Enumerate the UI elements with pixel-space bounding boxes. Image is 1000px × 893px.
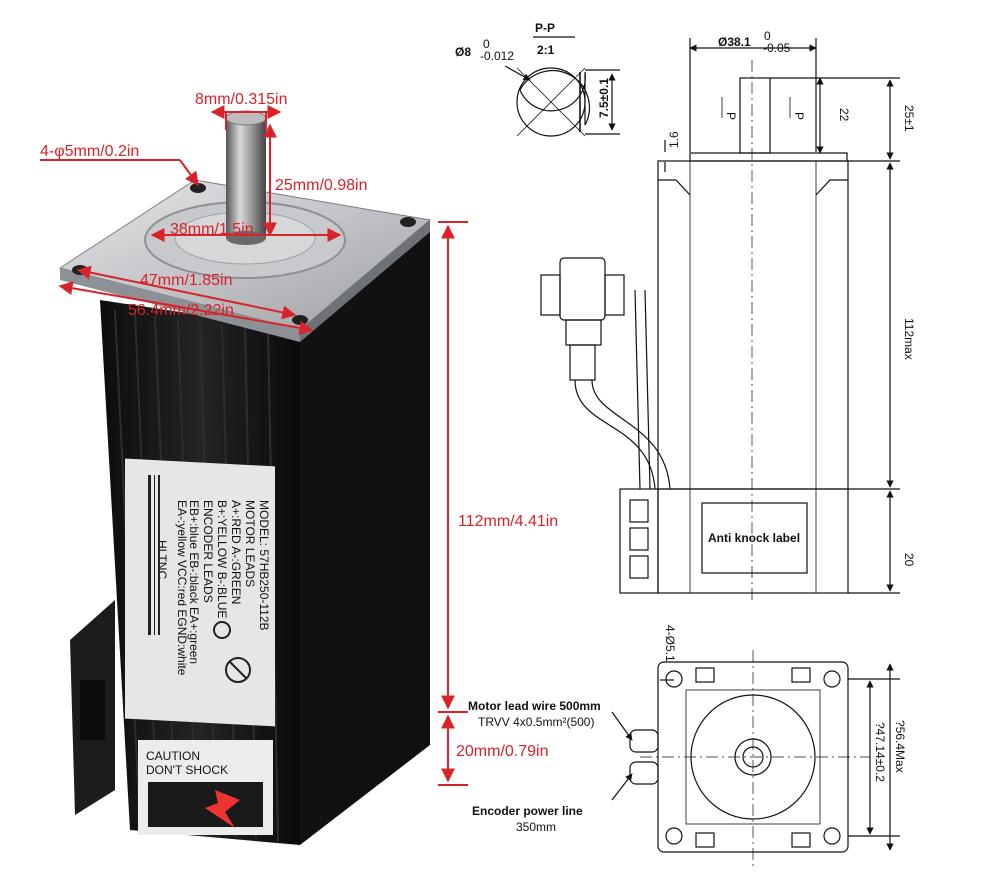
dim-hole-pitch: 47mm/1.85in: [140, 272, 233, 289]
label-brand: HLTNC: [155, 540, 169, 579]
encoder-wire-length: 350mm: [516, 820, 556, 834]
side-pilot-tol-top: 0: [764, 29, 771, 43]
shock-warning-icon: [205, 790, 240, 828]
db-connector-icon: [559, 257, 606, 321]
end-hole-icon: [665, 670, 683, 688]
dim-flange-size: 56.4mm/2.22in: [128, 302, 234, 319]
side-pilot-tol-bot: -0.05: [763, 41, 791, 55]
end-view: [611, 650, 900, 866]
label-line-a: A+:RED A-:GREEN: [229, 500, 243, 604]
side-p-mark-right: P: [792, 112, 806, 120]
caution-line1: CAUTION: [146, 749, 200, 763]
product-label: [125, 458, 275, 727]
certification-icon: [225, 657, 251, 683]
dim-boss-diameter: 38mm/1.5in: [170, 221, 254, 238]
end-hole-spec: 4-Ø5.1: [663, 625, 677, 662]
dim-body-length: 112mm/4.41in: [458, 513, 558, 530]
end-square: ?56.4Max: [893, 720, 907, 773]
section-scale: 2:1: [537, 43, 555, 57]
label-encoder-leads: ENCODER LEADS: [201, 500, 215, 603]
side-p-mark-left: P: [724, 112, 738, 120]
end-hole-icon: [823, 827, 841, 845]
side-body: [657, 160, 849, 490]
motor-photo: MODEL: 57HB250-112B MOTOR LEADS A+:RED A…: [40, 91, 558, 845]
mount-hole-icon: [292, 315, 308, 325]
section-dia-tol-bot: -0.012: [480, 49, 514, 63]
side-step: 1.6: [667, 131, 681, 148]
label-motor-leads: MOTOR LEADS: [243, 500, 257, 587]
section-flat: 7.5±0.1: [597, 78, 611, 118]
label-line-b: B+:YELLOW B-:BLUE: [215, 500, 229, 618]
anti-knock-label: Anti knock label: [708, 531, 800, 545]
encoder-wire-label: Encoder power line: [472, 804, 583, 818]
section-pp: P-P 2:1: [504, 21, 620, 137]
dim-shaft-diameter: 8mm/0.315in: [195, 91, 288, 108]
section-diameter: Ø8: [455, 45, 471, 59]
side-shaft-length: 25±1: [902, 105, 916, 132]
caution-line2: DON'T SHOCK: [146, 763, 228, 777]
side-encoder-length: 20: [902, 553, 916, 567]
label-line-ea: EA-:yellow VCC:red EGND:white: [175, 500, 189, 676]
section-title: P-P: [535, 21, 555, 35]
label-model: MODEL: 57HB250-112B: [257, 500, 271, 631]
motor-wire-spec: TRVV 4x0.5mm²(500): [478, 715, 594, 729]
side-body-length: 112max: [902, 318, 916, 360]
side-view: [540, 38, 900, 600]
mount-hole-icon: [400, 217, 416, 227]
side-flat-length: 22: [837, 108, 851, 122]
section-dia-tol-top: 0: [483, 37, 490, 51]
dim-mount-holes: 4-φ5mm/0.2in: [40, 143, 139, 160]
label-line-eb: EB+:blue EB-:black EA+:green: [187, 500, 201, 664]
anti-knock-label-box: [701, 502, 808, 574]
dim-encoder-length: 20mm/0.79in: [456, 743, 549, 760]
ce-mark-icon: [213, 621, 231, 639]
barcode-icon: [148, 475, 160, 635]
connector-block: [80, 680, 105, 740]
motor-side-face: [300, 222, 430, 845]
motor-shaft: [226, 118, 266, 238]
dim-shaft-length: 25mm/0.98in: [275, 177, 368, 194]
motor-wire-label: Motor lead wire 500mm: [468, 699, 601, 713]
end-hole-icon: [665, 827, 683, 845]
side-pilot-dia: Ø38.1: [718, 35, 751, 49]
end-hole-icon: [823, 670, 841, 688]
end-hole-pitch: ?47.14±0.2: [873, 722, 887, 782]
